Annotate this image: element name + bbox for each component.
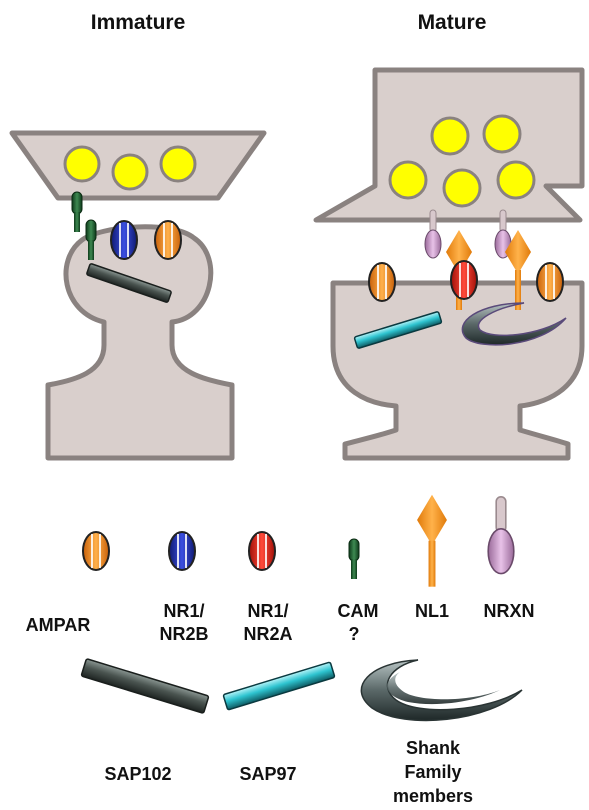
nr2b-legend-icon bbox=[169, 532, 195, 570]
ampar-receptor bbox=[537, 263, 563, 301]
sap102-label: SAP102 bbox=[104, 764, 171, 784]
cam-legend-icon bbox=[349, 539, 359, 579]
immature-synapse bbox=[12, 133, 264, 458]
nrxn-legend-icon bbox=[488, 497, 514, 574]
vesicle bbox=[432, 118, 468, 154]
shank-label-line1: Shank bbox=[406, 738, 461, 758]
nr2b-label-line2: NR2B bbox=[159, 624, 208, 644]
vesicle bbox=[444, 170, 480, 206]
vesicle bbox=[113, 155, 147, 189]
immature-title: Immature bbox=[91, 11, 186, 34]
nr2a-receptor bbox=[451, 261, 477, 299]
cam-label-line2: ? bbox=[349, 624, 360, 644]
nr2a-label-line1: NR1/ bbox=[247, 601, 288, 621]
sap102-legend-icon bbox=[81, 659, 209, 714]
nrxn-label: NRXN bbox=[483, 601, 534, 621]
vesicle bbox=[498, 162, 534, 198]
sap97-label: SAP97 bbox=[239, 764, 296, 784]
ampar-receptor bbox=[155, 221, 181, 259]
nr2a-legend-icon bbox=[249, 532, 275, 570]
vesicle bbox=[161, 147, 195, 181]
nr2b-receptor bbox=[111, 221, 137, 259]
ampar-legend-icon bbox=[83, 532, 109, 570]
immature-spine bbox=[48, 227, 232, 458]
cam-protein bbox=[72, 192, 82, 232]
ampar-receptor bbox=[369, 263, 395, 301]
sap97-legend-icon bbox=[223, 662, 335, 710]
shank-label-line2: Family bbox=[404, 762, 461, 782]
ampar-label: AMPAR bbox=[26, 615, 91, 635]
legend: AMPAR NR1/ NR2B NR1/ NR2A CAM ? NL1 NRXN… bbox=[26, 495, 535, 806]
shank-label-line3: members bbox=[393, 786, 473, 806]
nr2a-label-line2: NR2A bbox=[243, 624, 292, 644]
nr2b-label-line1: NR1/ bbox=[163, 601, 204, 621]
shank-legend-icon bbox=[361, 660, 522, 720]
shank-legend-inner bbox=[387, 672, 500, 704]
nl1-legend-icon bbox=[417, 495, 447, 587]
vesicle bbox=[65, 147, 99, 181]
nl1-label: NL1 bbox=[415, 601, 449, 621]
mature-synapse bbox=[316, 70, 582, 458]
cam-label-line1: CAM bbox=[338, 601, 379, 621]
vesicle bbox=[390, 162, 426, 198]
mature-title: Mature bbox=[418, 11, 487, 34]
vesicle bbox=[484, 116, 520, 152]
